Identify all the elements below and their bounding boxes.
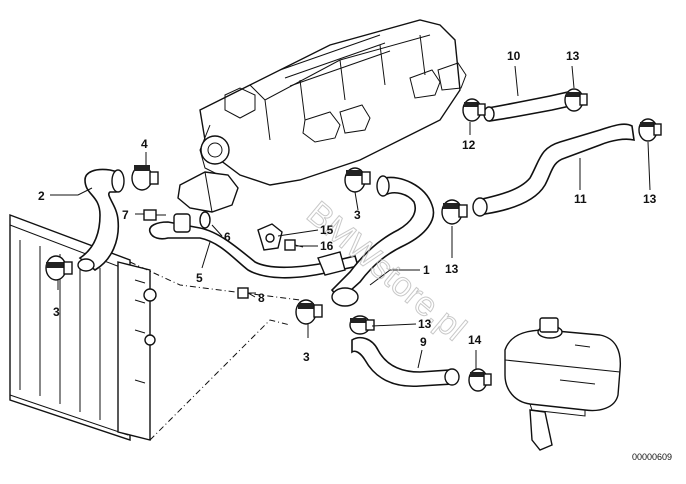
bolt-16 [284,239,304,251]
callout-11: 11 [574,192,587,206]
reference-line-lower [149,319,291,441]
callout-10: 10 [507,49,521,63]
o-ring-6 [199,211,211,229]
clamp-13-mid [441,199,468,225]
callout-16: 16 [320,239,334,253]
callout-3-lower: 3 [303,350,310,364]
reference-line-upper [129,261,301,301]
callout-2: 2 [38,189,45,203]
callout-8: 8 [258,291,265,305]
clamps [45,88,662,392]
callout-12: 12 [462,138,476,152]
sensor-15 [257,223,283,251]
callout-3-center: 3 [354,208,361,222]
callout-6: 6 [224,230,231,244]
clamp-13-right [638,118,662,142]
leader-lines [50,65,651,370]
clamp-3-lower [295,299,323,325]
callout-4: 4 [141,137,148,151]
hose-9 [351,336,460,388]
callout-7: 7 [122,208,129,222]
callout-3-left: 3 [53,305,60,319]
callout-13-mid: 13 [445,262,459,276]
clamp-3-center [344,167,371,193]
callout-9: 9 [420,335,427,349]
callout-13-right: 13 [643,192,657,206]
callout-14: 14 [468,333,482,347]
clamp-4 [131,165,159,191]
exhaust-ports [302,62,467,143]
hose-11 [472,123,635,217]
clamp-12 [462,98,486,122]
clamp-13-top [564,88,588,112]
diagram-code: 00000609 [632,452,672,462]
hose-2 [77,168,125,272]
pipe-5 [148,213,360,279]
hose-10 [483,91,571,122]
bolt-7 [143,209,166,221]
hose-1 [330,175,435,307]
callout-15: 15 [320,223,334,237]
callout-labels: 1 2 3 3 3 4 5 6 7 8 9 10 11 12 13 13 13 … [38,49,657,364]
clamp-14 [468,368,492,392]
callout-13-top: 13 [566,49,580,63]
callout-1: 1 [423,263,430,277]
clamp-3-left [45,255,73,281]
radiator [9,213,157,441]
engine-block [177,19,467,213]
clamp-13-lower [349,315,375,335]
callout-5: 5 [196,271,203,285]
expansion-tank [504,317,622,451]
callout-13-lower: 13 [418,317,432,331]
